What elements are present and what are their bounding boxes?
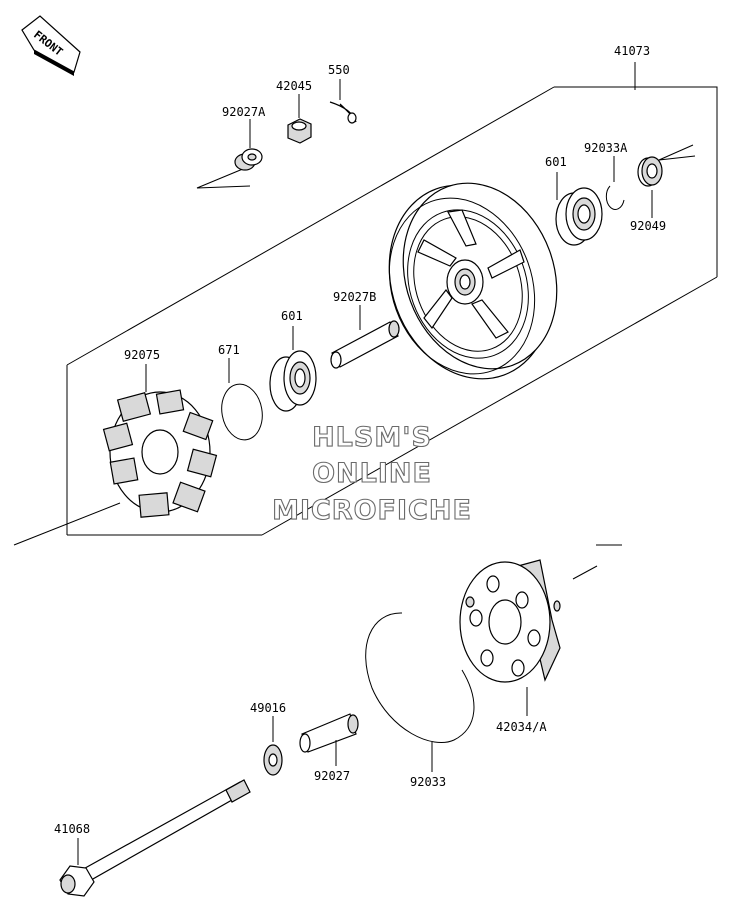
bearing-601-mid	[269, 350, 317, 412]
label-601-mid[interactable]: 601	[281, 309, 303, 323]
label-671[interactable]: 671	[218, 343, 240, 357]
watermark-line2: ONLINE	[312, 458, 432, 489]
circlip-92033	[365, 612, 475, 744]
label-42045[interactable]: 42045	[276, 79, 312, 93]
nut-42045	[287, 118, 312, 144]
label-601-top[interactable]: 601	[545, 155, 567, 169]
wheel-assembly-outline	[66, 86, 718, 536]
oil-seal-92049	[637, 156, 663, 187]
circlip-92033a	[605, 185, 625, 210]
label-92027b[interactable]: 92027B	[333, 290, 376, 304]
label-49016[interactable]: 49016	[250, 701, 286, 715]
cotter-pin-550	[329, 101, 357, 124]
axle-centerlines	[13, 144, 696, 580]
label-550[interactable]: 550	[328, 63, 350, 77]
o-ring-671	[221, 383, 263, 441]
watermark-line3: MICROFICHE	[272, 495, 472, 526]
sprocket-42034a	[459, 559, 561, 683]
front-arrow-icon: FRONT	[21, 15, 81, 76]
label-92033a[interactable]: 92033A	[584, 141, 628, 155]
washer-49016	[263, 744, 283, 776]
spacer-92027b	[330, 320, 400, 369]
watermark-line1: HLSM'S	[312, 422, 432, 453]
label-92075[interactable]: 92075	[124, 348, 160, 362]
collar-92027a	[234, 148, 263, 171]
label-92049[interactable]: 92049	[630, 219, 666, 233]
wheel-rim	[388, 182, 558, 380]
part-labels: 41073 550 42045 92027A 92033A 601 92049 …	[54, 44, 666, 836]
axle-41068	[59, 779, 251, 897]
label-92027[interactable]: 92027	[314, 769, 350, 783]
label-92033[interactable]: 92033	[410, 775, 446, 789]
watermark: HLSM'S ONLINE MICROFICHE	[272, 421, 472, 526]
label-41073[interactable]: 41073	[614, 44, 650, 58]
label-42034a[interactable]: 42034/A	[496, 720, 547, 734]
collar-92027	[299, 713, 359, 753]
damper-92075	[102, 389, 218, 518]
label-41068[interactable]: 41068	[54, 822, 90, 836]
bearing-601-top	[555, 187, 603, 246]
label-92027a[interactable]: 92027A	[222, 105, 266, 119]
